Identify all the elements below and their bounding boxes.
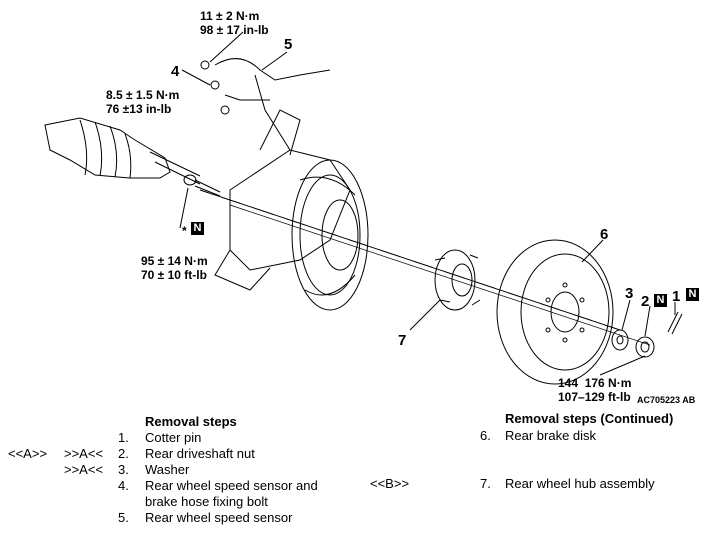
callout-5: 5 bbox=[284, 36, 293, 53]
torque-inlb: 98 ± 17 in-lb bbox=[200, 23, 269, 37]
torque-nm: 8.5 ± 1.5 N·m bbox=[106, 88, 180, 102]
torque-nm: 11 ± 2 N·m bbox=[200, 9, 260, 23]
hub-bolt bbox=[179, 174, 221, 229]
torque-ftlb: 107–129 ft-lb bbox=[558, 390, 631, 404]
torque-nm: 176 N·m bbox=[584, 376, 632, 390]
cotter-pin bbox=[667, 311, 683, 335]
step-text: Rear brake disk bbox=[505, 428, 597, 443]
mark-a-install: >>A<< bbox=[64, 446, 104, 461]
torque-inlb: 76 ±13 in-lb bbox=[106, 102, 172, 116]
torque-ftlb: 70 ± 10 ft-lb bbox=[141, 268, 207, 282]
knuckle bbox=[214, 109, 351, 291]
new-part-n-icon: N bbox=[191, 222, 204, 235]
step-num: 4. bbox=[118, 478, 129, 493]
figure-reference: AC705223 AB bbox=[637, 395, 696, 405]
removal-steps-continued-title: Removal steps (Continued) bbox=[505, 411, 674, 426]
torque-prefix: 144 bbox=[558, 376, 579, 390]
callout-3: 3 bbox=[625, 285, 634, 302]
step-text: Rear wheel speed sensor bbox=[145, 510, 293, 525]
step-num: 6. bbox=[480, 428, 491, 443]
torque-label-hub-bolt: 95 ± 14 N·m 70 ± 10 ft-lb bbox=[141, 254, 208, 282]
washer bbox=[611, 329, 629, 351]
step-text: Rear driveshaft nut bbox=[145, 446, 255, 461]
callout-4: 4 bbox=[171, 63, 180, 80]
driveshaft-boot bbox=[44, 117, 201, 185]
step-num: 3. bbox=[118, 462, 129, 477]
asterisk-mark: * bbox=[182, 224, 187, 238]
wheel-hub bbox=[434, 249, 481, 311]
removal-steps-title: Removal steps bbox=[145, 414, 237, 429]
step-text: Rear wheel speed sensor and bbox=[145, 478, 318, 493]
step-num: 2. bbox=[118, 446, 129, 461]
brake-disc bbox=[496, 239, 614, 385]
torque-label-nut: 144 176 N·m 107–129 ft-lb bbox=[558, 376, 631, 404]
mark-a-install: >>A<< bbox=[64, 462, 104, 477]
step-num: 5. bbox=[118, 510, 129, 525]
mark-b-removal: <<B>> bbox=[370, 476, 410, 491]
mark-a-removal: <<A>> bbox=[8, 446, 48, 461]
removal-steps-right: Removal steps (Continued) 6. Rear brake … bbox=[470, 411, 710, 501]
torque-nm: 95 ± 14 N·m bbox=[141, 254, 208, 268]
torque-label-top: 11 ± 2 N·m 98 ± 17 in-lb bbox=[200, 9, 269, 37]
new-part-n-icon: N bbox=[654, 294, 667, 307]
step-text: brake hose fixing bolt bbox=[145, 494, 268, 509]
step-text: Washer bbox=[145, 462, 190, 477]
removal-steps-left: Removal steps 1. Cotter pin 2. Rear driv… bbox=[0, 414, 360, 534]
rear-axle-exploded-diagram bbox=[44, 31, 683, 385]
callout-2: 2 bbox=[641, 293, 650, 310]
callout-1: 1 bbox=[672, 288, 681, 305]
speed-sensor bbox=[200, 58, 331, 151]
callout-6: 6 bbox=[600, 226, 609, 243]
driveshaft-nut bbox=[635, 336, 655, 358]
step-num: 7. bbox=[480, 476, 491, 491]
step-text: Cotter pin bbox=[145, 430, 202, 445]
torque-label-sensor: 8.5 ± 1.5 N·m 76 ±13 in-lb bbox=[106, 88, 179, 116]
step-num: 1. bbox=[118, 430, 129, 445]
backing-plate bbox=[291, 159, 369, 311]
new-part-n-icon: N bbox=[686, 288, 699, 301]
callout-7: 7 bbox=[398, 332, 407, 349]
step-text: Rear wheel hub assembly bbox=[505, 476, 655, 491]
